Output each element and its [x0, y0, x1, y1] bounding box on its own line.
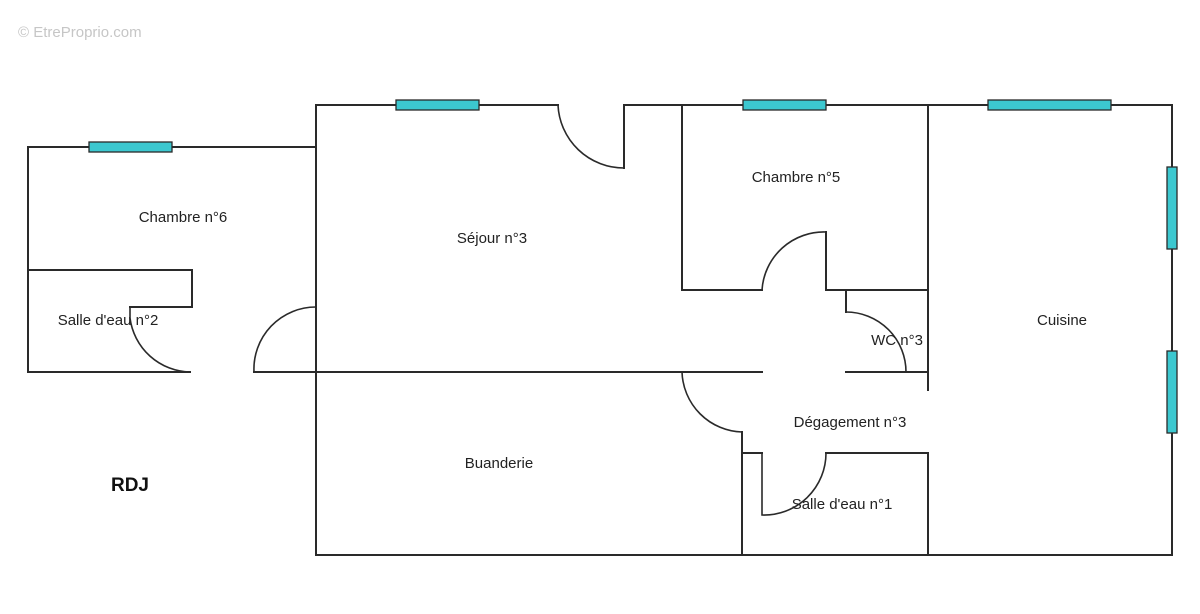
door-degagement [681, 371, 743, 433]
window-cuisine-right-lower [1166, 350, 1178, 434]
label-cuisine: Cuisine [1037, 312, 1087, 329]
windows [88, 99, 1178, 434]
window-sejour [395, 99, 480, 111]
doors [129, 104, 907, 516]
label-sejour-3: Séjour n°3 [457, 230, 527, 247]
door-salle-eau-2 [129, 307, 191, 373]
walls [27, 104, 1173, 556]
door-salle-eau-1 [761, 452, 827, 516]
window-cuisine-top [987, 99, 1112, 111]
label-salle-eau-2: Salle d'eau n°2 [58, 312, 159, 329]
watermark: © EtreProprio.com [18, 24, 142, 41]
door-sejour-entry [557, 104, 625, 169]
door-chambre-5 [761, 231, 827, 291]
label-chambre-5: Chambre n°5 [752, 169, 841, 186]
label-wc-3: WC n°3 [871, 332, 923, 349]
label-buanderie: Buanderie [465, 455, 533, 472]
wall-salle-eau-1 [741, 452, 929, 556]
label-salle-eau-1: Salle d'eau n°1 [792, 496, 893, 513]
wall-salle-eau-2 [27, 269, 193, 308]
level-label: RDJ [111, 475, 149, 496]
wall-cuisine [927, 104, 1173, 556]
label-chambre-6: Chambre n°6 [139, 209, 228, 226]
wall-sejour-top [315, 104, 559, 308]
wall-chambre-5 [681, 104, 763, 291]
wall-sejour-door-jamb [623, 104, 929, 169]
window-chambre-5 [742, 99, 827, 111]
window-cuisine-right-upper [1166, 166, 1178, 250]
label-degagement-3: Dégagement n°3 [794, 414, 907, 431]
wall-chambre-5-right [825, 231, 929, 291]
wall-chambre-6 [27, 146, 317, 373]
door-sejour-left [253, 306, 317, 373]
door-wc [845, 311, 907, 373]
window-chambre-6 [88, 141, 173, 153]
room-labels: Chambre n°6 Salle d'eau n°2 Séjour n°3 C… [58, 169, 1087, 513]
wall-buanderie [315, 371, 743, 556]
